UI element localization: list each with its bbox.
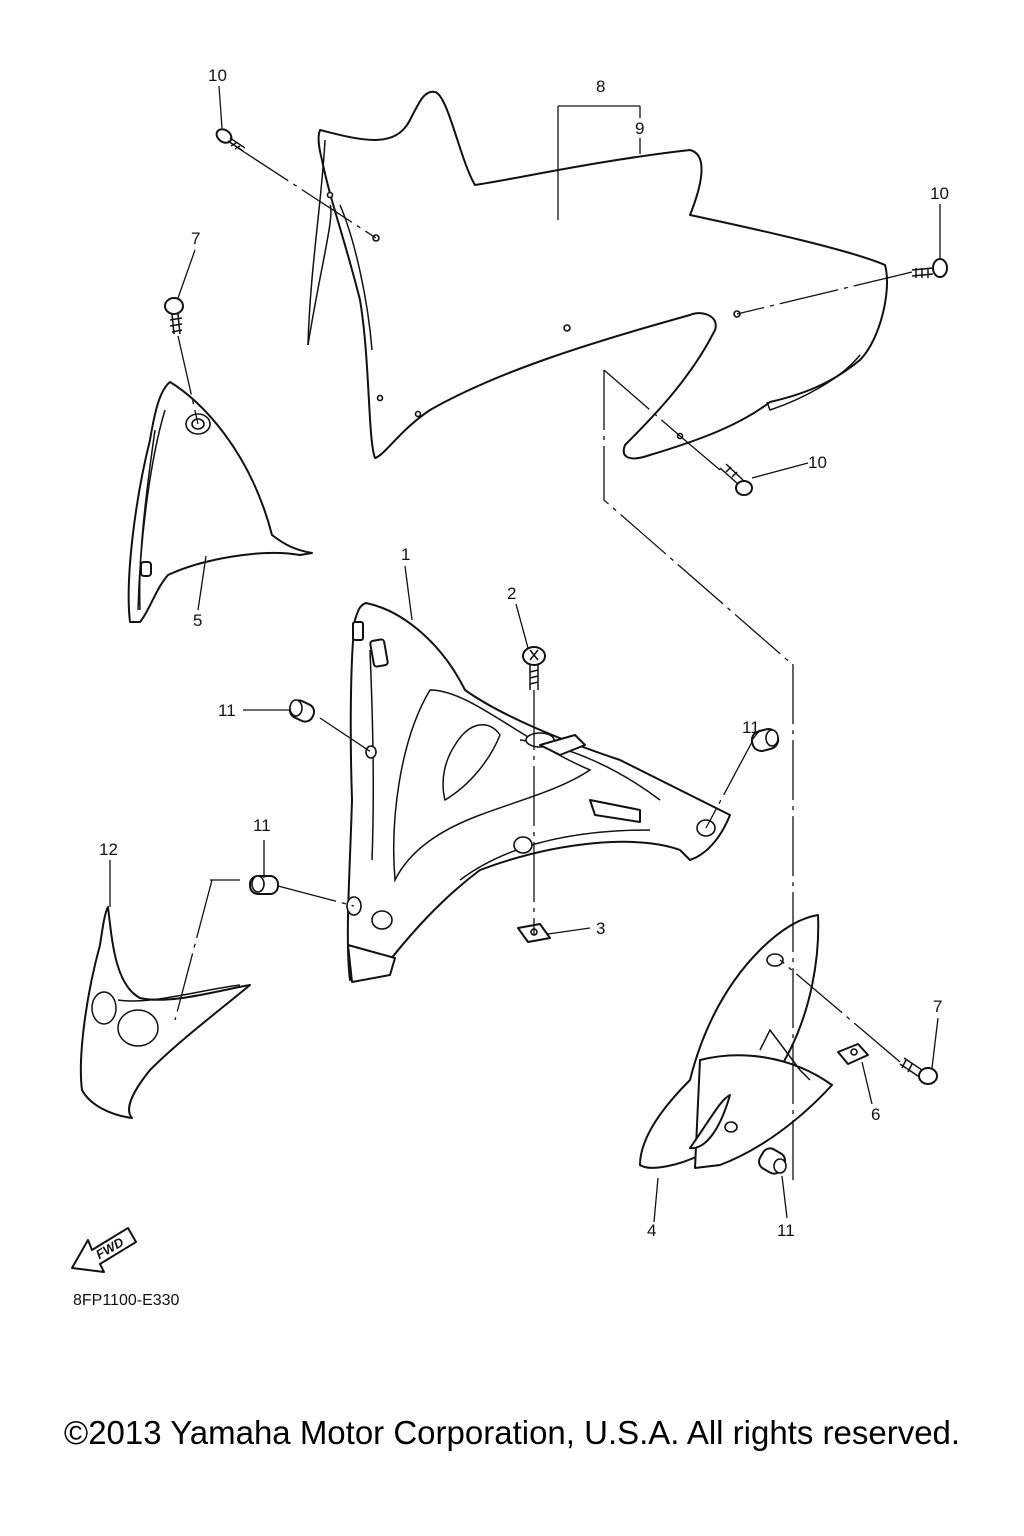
screw-10-right bbox=[911, 258, 948, 278]
callout-11a: 11 bbox=[218, 701, 236, 720]
callout-4: 4 bbox=[647, 1221, 656, 1240]
screw-7-right bbox=[899, 1057, 938, 1085]
side-panel-4 bbox=[639, 914, 833, 1169]
callout-9: 9 bbox=[635, 119, 644, 138]
screw-2 bbox=[522, 646, 546, 690]
fwd-arrow-icon: FWD bbox=[71, 1227, 137, 1273]
callout-10b: 10 bbox=[930, 184, 949, 203]
leader-lines bbox=[109, 85, 941, 1223]
callout-7a: 7 bbox=[191, 229, 200, 248]
main-cowl-1 bbox=[346, 602, 731, 983]
lower-panel-12 bbox=[79, 906, 251, 1119]
callout-10c: 10 bbox=[808, 453, 827, 472]
callout-10a: 10 bbox=[208, 66, 227, 85]
callout-8: 8 bbox=[596, 77, 605, 96]
grommet-11b bbox=[750, 727, 780, 753]
callout-12: 12 bbox=[99, 840, 118, 859]
clip-6 bbox=[837, 1043, 869, 1065]
callout-6: 6 bbox=[871, 1105, 880, 1124]
inner-panel-5 bbox=[127, 381, 313, 623]
screw-10-left bbox=[215, 128, 246, 152]
assembly-lines bbox=[174, 147, 913, 1185]
callout-11d: 11 bbox=[777, 1221, 795, 1240]
screw-7-left bbox=[164, 297, 184, 335]
callout-7b: 7 bbox=[933, 997, 942, 1016]
grommet-11a bbox=[288, 699, 316, 723]
grommet-11c bbox=[249, 875, 279, 895]
callout-2: 2 bbox=[507, 584, 516, 603]
screw-10-bottom bbox=[719, 463, 753, 496]
grommet-11d bbox=[758, 1147, 787, 1175]
callouts: 10 10 10 8 9 7 7 5 1 2 3 11 11 11 11 12 … bbox=[99, 66, 949, 1240]
callout-1: 1 bbox=[401, 545, 410, 564]
callout-5: 5 bbox=[193, 611, 202, 630]
callout-3: 3 bbox=[596, 919, 605, 938]
callout-11b: 11 bbox=[742, 718, 760, 737]
callout-11c: 11 bbox=[253, 816, 271, 835]
copyright-notice: ©2013 Yamaha Motor Corporation, U.S.A. A… bbox=[63, 1414, 961, 1451]
windshield bbox=[307, 90, 888, 460]
diagram-code: 8FP1100-E330 bbox=[73, 1292, 180, 1309]
